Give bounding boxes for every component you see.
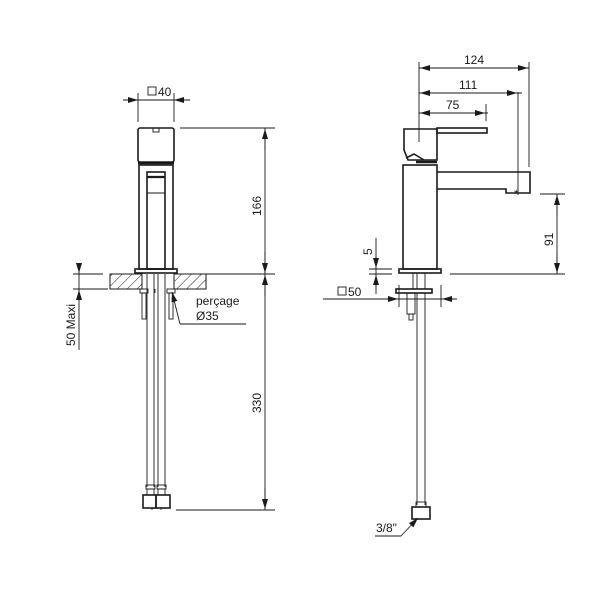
deck-thickness-dimension: 50 Maxi: [64, 263, 108, 350]
side-lever: [403, 127, 488, 164]
spout: *: [437, 171, 531, 201]
aerator-star-icon: *: [514, 189, 519, 201]
hose-length-dimension: 330: [176, 274, 275, 511]
base-width-dimension: 50: [323, 285, 457, 307]
side-body: [402, 164, 438, 270]
side-view: 124 111 75 *: [323, 53, 565, 537]
front-height-label: 166: [250, 196, 264, 216]
hose-length-label: 330: [250, 393, 264, 413]
front-width-dimension: 40: [123, 85, 190, 122]
base-thickness-label: 5: [361, 248, 375, 255]
reach-total-label: 124: [464, 53, 484, 67]
hole-label-line1: perçage: [196, 294, 240, 308]
reach-spout-label: 111: [459, 78, 478, 92]
base-thickness-dimension: 5: [361, 238, 392, 294]
square-symbol-icon: [147, 86, 157, 96]
lever-handle: [137, 127, 175, 165]
front-width-label: 40: [158, 85, 172, 99]
hose-thread-callout: 3/8": [375, 517, 419, 537]
deck-section: [109, 273, 207, 290]
hole-diameter-callout: perçage Ø35: [171, 291, 246, 325]
front-height-dimension: 166: [180, 127, 275, 275]
front-view: 40: [64, 85, 275, 511]
side-fixings: [395, 273, 433, 520]
reach-dimensions: 124 111 75: [418, 53, 530, 195]
square-symbol-icon: [337, 286, 347, 296]
lever-length-label: 75: [446, 98, 460, 112]
spout-height-label: 91: [542, 232, 556, 246]
flexible-hoses: [142, 274, 171, 510]
mounting-studs: [139, 288, 176, 320]
hole-label-line2: Ø35: [196, 309, 219, 323]
spout-height-dimension: 91: [450, 193, 565, 275]
tap-body: [138, 164, 174, 270]
hose-thread-label: 3/8": [376, 521, 397, 535]
side-base-ring: [398, 268, 442, 274]
base-width-label: 50: [348, 285, 362, 299]
deck-thickness-label: 50 Maxi: [64, 304, 78, 346]
base-ring: [134, 268, 178, 274]
